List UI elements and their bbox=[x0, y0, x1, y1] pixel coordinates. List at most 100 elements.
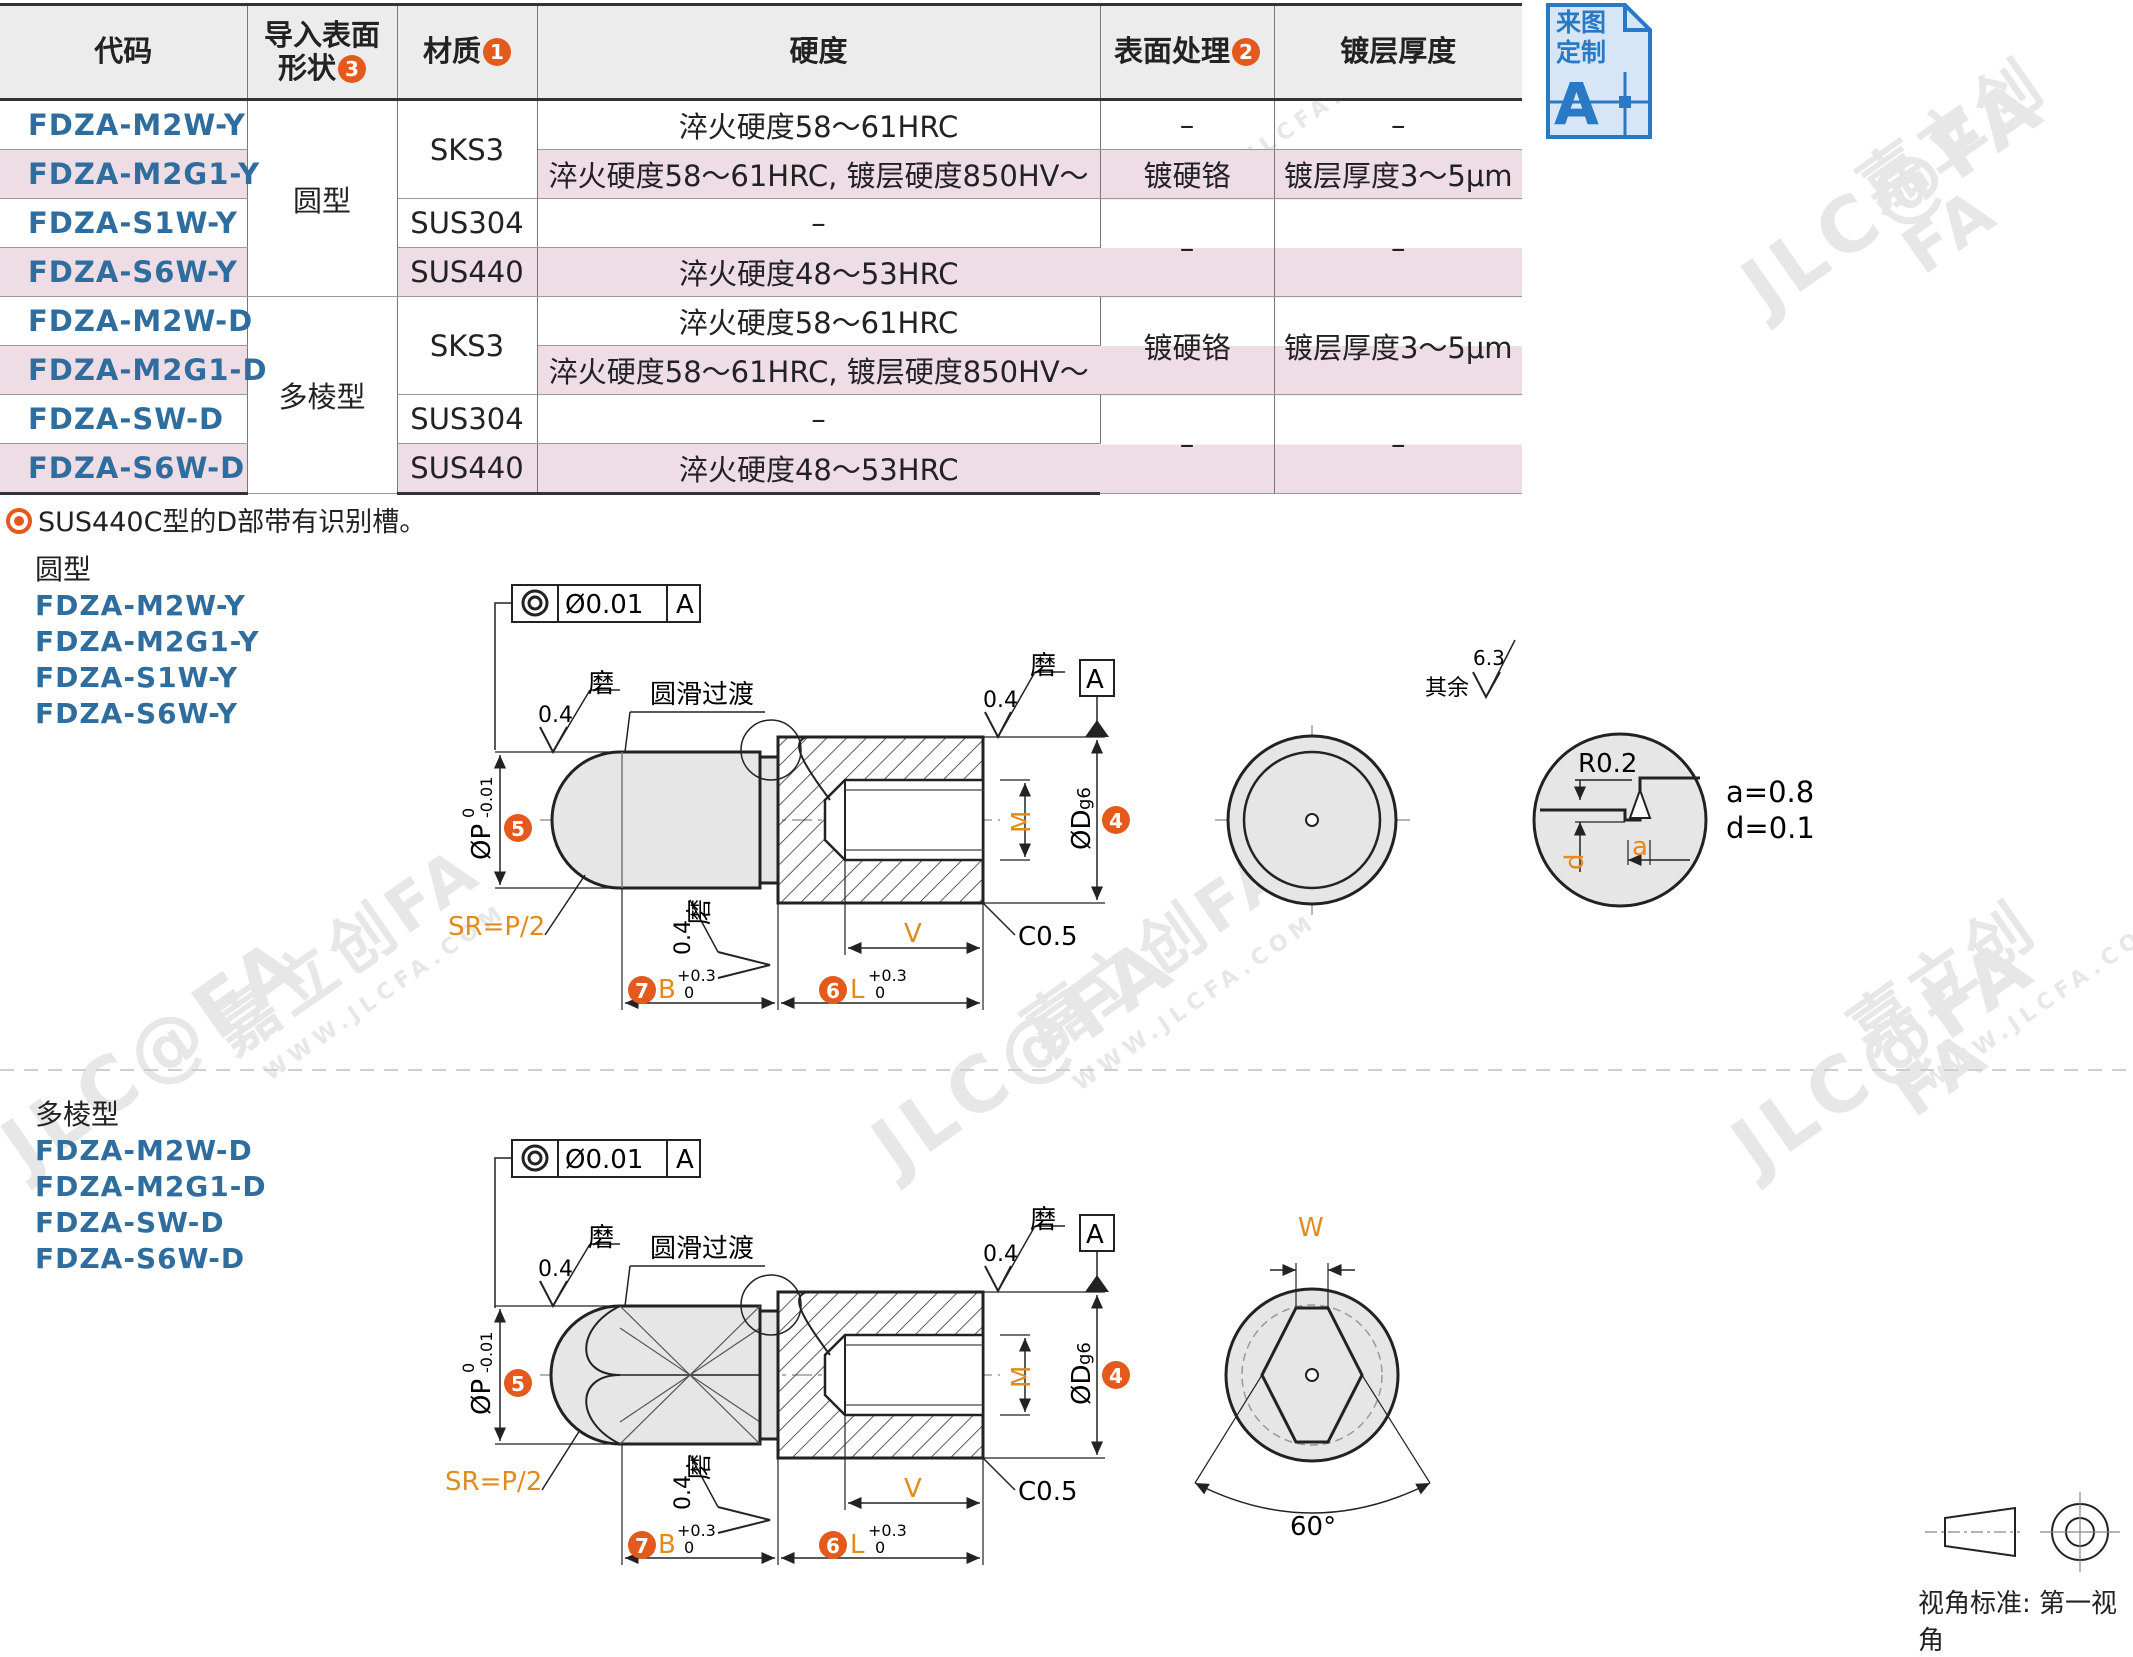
l-tol-upper: +0.3 bbox=[868, 966, 907, 985]
row-code[interactable]: FDZA-M2W-D bbox=[0, 296, 252, 346]
b-tol-upper: +0.3 bbox=[677, 1521, 716, 1540]
polygon-type-drawing: Ø0.01 A 0.4 磨 圆滑过渡 0.4 磨 A bbox=[445, 1139, 1431, 1565]
row-code[interactable]: FDZA-S6W-Y bbox=[0, 247, 248, 297]
note-label: SUS440C型的D部带有识别槽。 bbox=[38, 507, 427, 538]
roughness-label: 0.4 bbox=[671, 920, 696, 955]
p-tol-upper: 0 bbox=[459, 808, 478, 818]
l-tol-lower: 0 bbox=[875, 983, 885, 1002]
custom-badge-text: 来图定制 bbox=[1556, 8, 1606, 68]
row-code[interactable]: FDZA-M2G1-D bbox=[0, 345, 267, 395]
l-dim-label: L bbox=[850, 1530, 865, 1560]
roughness-label: 0.4 bbox=[983, 1242, 1018, 1267]
grind-label: 磨 bbox=[588, 669, 614, 699]
row-code[interactable]: FDZA-M2G1-Y bbox=[0, 149, 259, 199]
p-dim-label: ØP bbox=[467, 1379, 497, 1415]
custom-badge-letter: A bbox=[1554, 70, 1599, 138]
row-material: SUS304 bbox=[397, 394, 538, 444]
grind-label: 磨 bbox=[1030, 1205, 1056, 1235]
angle-label: 60° bbox=[1290, 1512, 1336, 1542]
group-item[interactable]: FDZA-S6W-D bbox=[35, 1242, 246, 1275]
roughness-label: 0.4 bbox=[538, 703, 573, 728]
group-title: 圆型 bbox=[35, 553, 92, 586]
badge-line2: 定制 bbox=[1556, 38, 1607, 67]
d-tol-label: g6 bbox=[1074, 1342, 1095, 1365]
row-code[interactable]: FDZA-SW-D bbox=[0, 394, 248, 444]
header-shape-num-badge: 3 bbox=[338, 55, 366, 83]
group-item[interactable]: FDZA-SW-D bbox=[35, 1206, 225, 1239]
row-surface: – bbox=[1100, 99, 1275, 150]
header-material-label: 材质 bbox=[422, 34, 481, 69]
datum-label: A bbox=[676, 1145, 694, 1175]
num-badge-b: 7 bbox=[635, 1534, 649, 1558]
datum-label: A bbox=[676, 590, 694, 620]
header-code: 代码 bbox=[0, 3, 248, 101]
l-dim-label: L bbox=[850, 975, 865, 1005]
table-row: FDZA-M2G1-Y 淬火硬度58～61HRC, 镀层硬度850HV～ 镀硬铬… bbox=[0, 149, 1522, 199]
w-dim-label: W bbox=[1298, 1213, 1324, 1243]
num-badge-b: 7 bbox=[635, 979, 649, 1003]
group-item[interactable]: FDZA-M2G1-D bbox=[35, 1170, 267, 1203]
d-value-label: d=0.1 bbox=[1726, 811, 1815, 845]
p-dim-label: ØP bbox=[467, 824, 497, 860]
row-surface: 镀硬铬 bbox=[1100, 296, 1275, 395]
group-item[interactable]: FDZA-M2W-D bbox=[35, 1134, 253, 1167]
datum-box bbox=[1079, 1214, 1115, 1252]
row-code[interactable]: FDZA-M2W-Y bbox=[0, 99, 248, 150]
concentricity-icon bbox=[521, 1144, 549, 1172]
group-item[interactable]: FDZA-S6W-Y bbox=[35, 697, 239, 730]
row-hardness: 淬火硬度58～61HRC, 镀层硬度850HV～ bbox=[537, 345, 1100, 395]
header-shape-line1: 导入表面 bbox=[263, 17, 380, 52]
other-roughness-label: 其余 bbox=[1425, 676, 1469, 701]
sr-label: SR=P/2 bbox=[445, 1467, 542, 1497]
row-shape: 圆型 bbox=[247, 99, 398, 297]
b-dim-label: B bbox=[658, 1530, 676, 1560]
b-tol-upper: +0.3 bbox=[677, 966, 716, 985]
row-hardness: – bbox=[537, 394, 1101, 444]
row-surface: 镀硬铬 bbox=[1100, 149, 1275, 199]
datum-label: A bbox=[1086, 665, 1104, 695]
m-dim-label: M bbox=[1007, 811, 1037, 833]
detail-a-label: a bbox=[1632, 832, 1648, 862]
group-item[interactable]: FDZA-S1W-Y bbox=[35, 661, 239, 694]
technical-drawing: Ø0.01 A 0.4 磨 圆滑过渡 0.4 磨 bbox=[0, 584, 2133, 1572]
datum-box bbox=[1079, 659, 1115, 697]
row-surface: – bbox=[1100, 198, 1275, 297]
d-dim-label: ØD bbox=[1067, 810, 1097, 851]
l-tol-lower: 0 bbox=[875, 1538, 885, 1557]
grind-label: 磨 bbox=[685, 899, 715, 925]
v-dim-label: V bbox=[904, 1474, 922, 1504]
table-row: FDZA-S6W-Y SUS440 淬火硬度48～53HRC bbox=[0, 247, 1522, 297]
group-polygon: 多棱型 FDZA-M2W-D FDZA-M2G1-D FDZA-SW-D FDZ… bbox=[35, 1097, 267, 1277]
row-hardness: 淬火硬度48～53HRC bbox=[537, 247, 1100, 297]
p-tol-lower: -0.01 bbox=[477, 777, 496, 818]
badge-line1: 来图 bbox=[1556, 8, 1607, 37]
m-dim-label: M bbox=[1007, 1366, 1037, 1388]
tolerance-value: Ø0.01 bbox=[565, 1145, 643, 1175]
b-dim-label: B bbox=[658, 975, 676, 1005]
group-title: 多棱型 bbox=[35, 1098, 120, 1131]
a-value-label: a=0.8 bbox=[1726, 775, 1814, 809]
row-code[interactable]: FDZA-S6W-D bbox=[0, 443, 248, 495]
row-hardness: 淬火硬度58～61HRC, 镀层硬度850HV～ bbox=[537, 149, 1101, 199]
d-tol-label: g6 bbox=[1074, 787, 1095, 810]
table-row: FDZA-S6W-D SUS440 淬火硬度48～53HRC bbox=[0, 443, 1522, 495]
row-coating: – bbox=[1274, 99, 1522, 150]
grind-label: 磨 bbox=[1030, 651, 1056, 681]
row-code[interactable]: FDZA-S1W-Y bbox=[0, 198, 248, 248]
custom-drawing-badge-icon[interactable] bbox=[1545, 2, 1653, 140]
table-row: FDZA-SW-D SUS304 – – – bbox=[0, 394, 1522, 494]
row-material: SKS3 bbox=[397, 296, 538, 395]
p-tol-upper: 0 bbox=[459, 1363, 478, 1373]
row-coating: 镀层厚度3～5μm bbox=[1274, 296, 1522, 395]
header-surface-num-badge: 2 bbox=[1232, 38, 1260, 67]
group-item[interactable]: FDZA-M2W-Y bbox=[35, 589, 246, 622]
group-item[interactable]: FDZA-M2G1-Y bbox=[35, 625, 260, 658]
row-surface: – bbox=[1100, 394, 1275, 494]
num-badge-p: 5 bbox=[511, 1372, 525, 1396]
l-tol-upper: +0.3 bbox=[868, 1521, 907, 1540]
r-label: R0.2 bbox=[1578, 749, 1637, 779]
table-row: FDZA-M2W-Y 圆型 SKS3 淬火硬度58～61HRC – – bbox=[0, 99, 1522, 297]
